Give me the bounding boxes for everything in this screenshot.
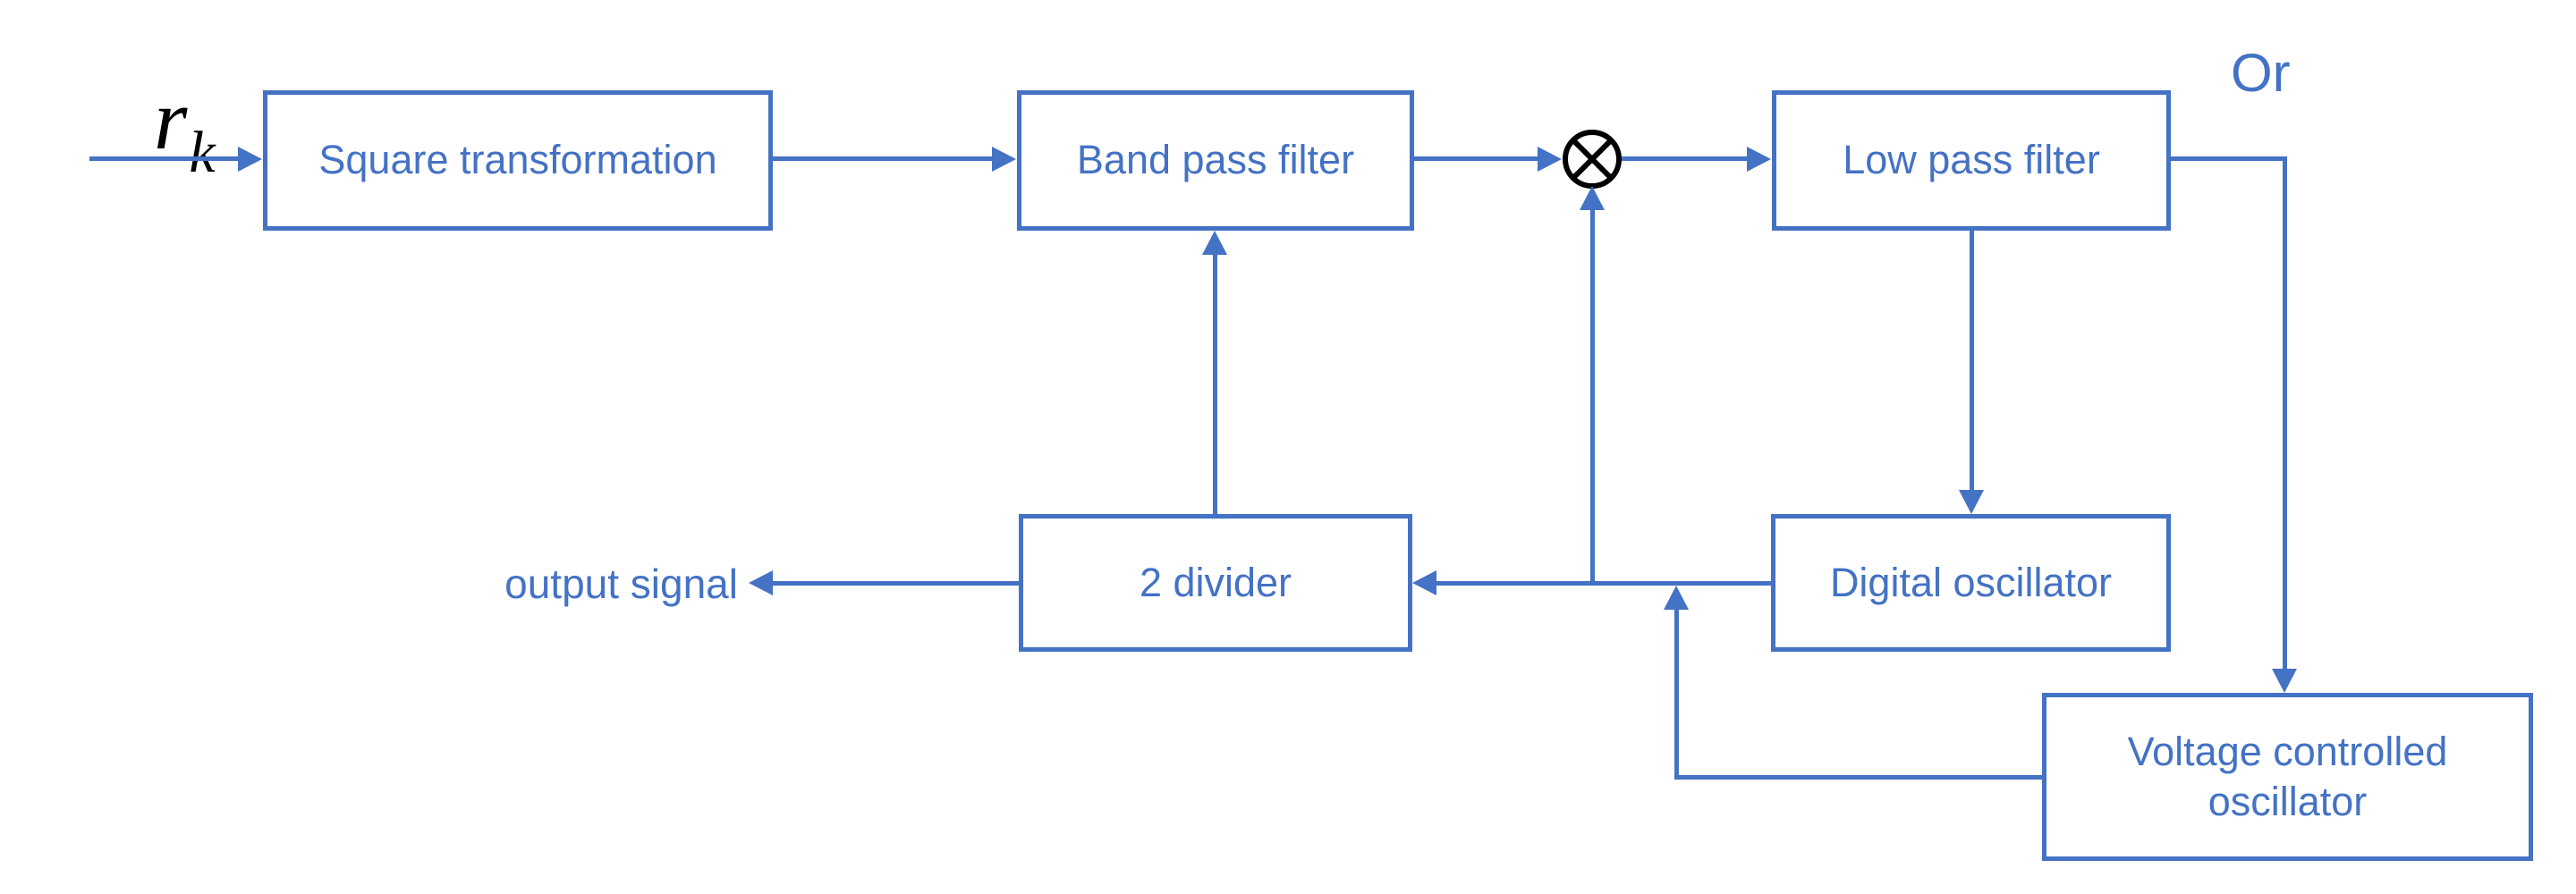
connector-feedback-to-multiplier [1590, 210, 1595, 586]
connector-vco-feedback-horizontal [1674, 775, 2042, 780]
block-voltage-controlled-oscillator: Voltage controlled oscillator [2042, 693, 2533, 861]
connector-bandpass-to-multiplier [1414, 156, 1540, 161]
connector-digital-to-divider [1436, 581, 1771, 586]
block-vco-label-line1: Voltage controlled [2127, 728, 2448, 774]
arrowhead-into-multiplier [1580, 186, 1605, 210]
connector-lowpass-to-digital [1970, 231, 1974, 492]
connector-input-line [89, 156, 242, 161]
block-2-divider: 2 divider [1019, 514, 1412, 652]
arrowhead-into-digital-oscillator [1959, 490, 1984, 514]
output-signal-label: output signal [504, 561, 738, 607]
connector-vco-feedback-vertical [1674, 610, 1679, 780]
connector-lowpass-to-vco-vertical [2283, 156, 2287, 670]
multiplier-icon [1563, 130, 1622, 189]
block-band-pass-filter: Band pass filter [1017, 90, 1414, 231]
input-signal-label: rk [154, 77, 216, 182]
or-label: Or [2231, 43, 2291, 103]
block-vco-label-line2: oscillator [2207, 779, 2368, 824]
block-2-divider-label: 2 divider [1139, 559, 1292, 605]
arrowhead-into-bandpass [1202, 231, 1227, 255]
connector-divider-to-bandpass [1213, 255, 1217, 514]
arrowhead-into-vco [2272, 669, 2297, 693]
block-digital-oscillator-label: Digital oscillator [1829, 559, 2113, 605]
block-low-pass-filter-label: Low pass filter [1843, 137, 2100, 183]
arrowhead-bandpass-to-multiplier [1538, 147, 1562, 172]
block-digital-oscillator: Digital oscillator [1771, 514, 2171, 652]
input-signal-base: r [154, 72, 188, 167]
block-low-pass-filter: Low pass filter [1772, 90, 2171, 231]
connector-square-to-bandpass [773, 156, 995, 161]
block-band-pass-filter-label: Band pass filter [1076, 137, 1355, 183]
input-signal-subscript: k [189, 120, 216, 185]
arrowhead-input [238, 147, 262, 172]
arrowhead-square-to-bandpass [992, 147, 1016, 172]
arrowhead-vco-feedback [1664, 586, 1689, 610]
arrowhead-into-divider [1412, 570, 1436, 595]
connector-divider-to-output [773, 581, 1019, 586]
connector-multiplier-to-lowpass [1622, 156, 1750, 161]
block-square-transformation: Square transformation [263, 90, 773, 231]
arrowhead-multiplier-to-lowpass [1747, 147, 1771, 172]
arrowhead-output [749, 570, 773, 595]
block-square-transformation-label: Square transformation [318, 137, 717, 183]
connector-lowpass-to-vco-horizontal [2171, 156, 2287, 161]
